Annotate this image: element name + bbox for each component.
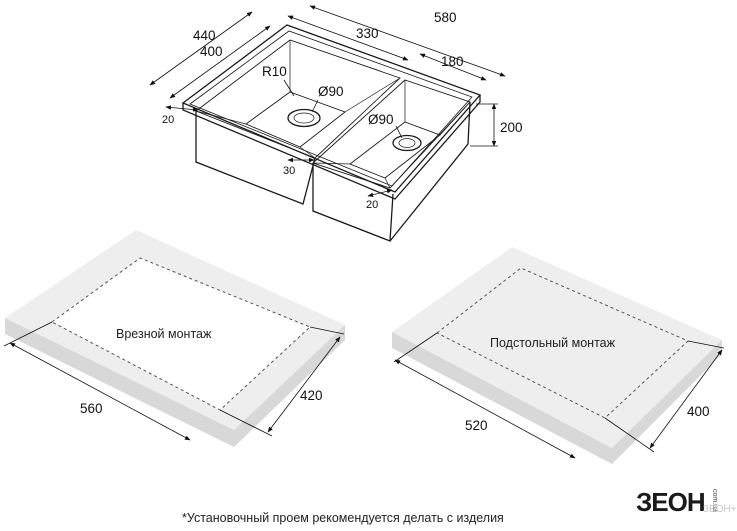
cutout-2-label: Подстольный монтаж <box>490 336 616 350</box>
brand-logo: ЗЕОН <box>636 487 706 517</box>
big-bowl-bottom <box>245 91 346 148</box>
ext-line-2a <box>393 332 438 363</box>
ext-line-1c <box>309 326 345 335</box>
dim-line-cutout-1-depth <box>267 336 341 433</box>
cutout-1-depth: 420 <box>300 388 323 403</box>
cutout-undermount: Подстольный монтаж 520 400 <box>392 247 725 464</box>
ext-line-1a <box>3 321 53 347</box>
countertop-2-top <box>392 247 722 448</box>
ext-line-2b <box>604 417 655 453</box>
dim-corner-radius: R10 <box>262 64 287 79</box>
cutout-2-width: 520 <box>465 418 488 433</box>
dim-drain-small: Ø90 <box>368 112 394 127</box>
dim-big-bowl-width: 330 <box>356 26 379 41</box>
dim-small-bowl-width: 180 <box>441 54 464 69</box>
cutout-1-width: 560 <box>80 401 103 416</box>
countertop-2-side <box>392 332 722 464</box>
small-bowl-walls <box>312 101 471 242</box>
installation-footnote: *Установочный проем рекомендуется делать… <box>182 511 504 525</box>
dim-drain-big: Ø90 <box>318 84 344 99</box>
small-bowl-bottom <box>349 121 441 179</box>
brand-logo-domain: com.ua <box>711 489 718 512</box>
dim-line-cutout-1-width <box>9 342 191 441</box>
cutout-topmount: Врезной монтаж 560 420 <box>3 230 345 447</box>
big-bowl-edges <box>195 40 401 159</box>
ext-line-1b <box>219 409 273 437</box>
cutout-1-hole <box>51 257 311 411</box>
dim-inner-depth: 400 <box>200 44 223 59</box>
cutout-2-depth: 400 <box>687 404 710 419</box>
small-bowl-drain <box>392 134 422 152</box>
sink-rim <box>181 24 482 193</box>
dim-drain-offset: 30 <box>283 165 295 177</box>
small-bowl-drain-inner <box>398 138 416 148</box>
small-bowl-edges <box>312 80 471 189</box>
dim-flange-right: 20 <box>366 199 378 211</box>
sink-dimension-lines <box>149 5 506 197</box>
big-bowl-drain-inner <box>293 112 315 124</box>
dim-flange-left: 20 <box>162 114 174 126</box>
sink-dimension-labels: 440 400 330 580 180 200 R10 Ø90 Ø90 20 3… <box>162 10 523 211</box>
dim-overall-width: 580 <box>434 10 457 25</box>
dim-line-cutout-2-width <box>394 359 576 459</box>
cutout-1-label: Врезной монтаж <box>116 327 212 341</box>
rim-edge <box>182 95 481 200</box>
dim-line-cutout-2-depth <box>649 349 723 449</box>
big-bowl-walls <box>195 111 316 205</box>
countertop-1-side <box>5 318 345 447</box>
dim-bowl-height: 200 <box>500 120 523 135</box>
ext-line-2c <box>687 340 725 349</box>
brand-watermark: ЗЕОН+ <box>703 504 737 515</box>
double-sink-drawing <box>181 24 482 242</box>
big-bowl-drain <box>287 108 321 128</box>
dim-overall-depth: 440 <box>193 28 216 43</box>
